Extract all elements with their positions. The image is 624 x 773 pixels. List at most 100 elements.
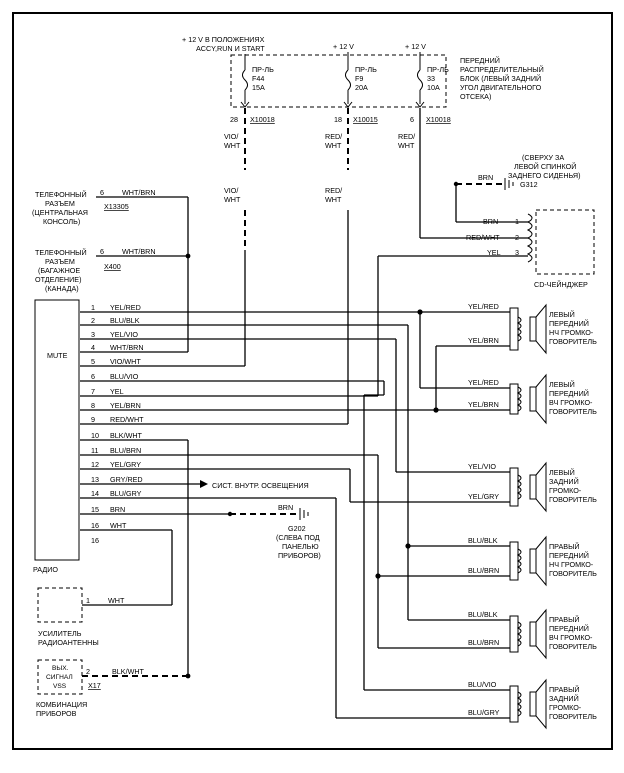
radio-pin-number: 7 [91, 387, 95, 396]
fuse-box-line5: ОТСЕКА) [460, 92, 491, 101]
g312-line1: (СВЕРХУ ЗА [522, 153, 564, 162]
fuse-33: ПР-ЛЬ 33 10A 6 X10018 RED/ WHT [398, 60, 451, 150]
speaker-magnet [529, 621, 537, 647]
speaker-cone [535, 461, 547, 513]
fuse-f44-pin: 28 [230, 115, 238, 124]
fuse-f44-id: F44 [252, 74, 264, 83]
radio-pin-wire: BLU/BLK [110, 316, 140, 325]
speaker-coil [516, 548, 522, 574]
radio-pin-number: 13 [91, 475, 99, 484]
cd-pin3-num: 3 [515, 248, 519, 257]
radio-pin-wire: YEL [110, 387, 124, 396]
fuse-f9-wire1: RED/ [325, 132, 342, 141]
speaker-magnet [529, 691, 537, 717]
fuse-f44-connector: X10018 [250, 115, 275, 124]
diagram-frame [12, 12, 613, 750]
radio-pin-number: 11 [91, 446, 98, 455]
speaker-coil [516, 386, 522, 412]
speaker-cone [535, 535, 547, 587]
g202-line3: ПРИБОРОВ) [278, 551, 321, 560]
speaker-connector [509, 467, 519, 507]
radio-pin-wire: GRY/RED [110, 475, 143, 484]
phone-trunk-line1: ТЕЛЕФОННЫЙ [35, 248, 87, 257]
speaker-magnet [529, 474, 537, 500]
speaker-label: ЛЕВЫЙ [549, 310, 575, 319]
fuse-f44-name: ПР-ЛЬ [252, 65, 274, 74]
ground-g312: (СВЕРХУ ЗА ЛЕВОЙ СПИНКОЙ ЗАДНЕГО СИДЕНЬЯ… [453, 153, 581, 223]
radio-pin-number: 4 [91, 343, 95, 352]
radio-pin-number: 12 [91, 460, 99, 469]
fuse-box-line4: УГОЛ ДВИГАТЕЛЬНОГО [460, 83, 542, 92]
power-label-a-line2: ACCY,RUN И START [196, 44, 265, 53]
power-label-c: + 12 V [405, 42, 426, 51]
g312-line2: ЛЕВОЙ СПИНКОЙ [514, 162, 576, 171]
radio-pin-number: 1 [91, 303, 95, 312]
radio-pin-wire: YEL/RED [110, 303, 141, 312]
speaker-connector [509, 383, 519, 415]
g312-line3: ЗАДНЕГО СИДЕНЬЯ) [508, 171, 581, 180]
radio-pin-number: 15 [91, 505, 99, 514]
radio-pin-wire: BLK/WHT [110, 431, 143, 440]
fuse-33-id: 33 [427, 74, 435, 83]
fuse-box-line2: РАСПРЕДЕЛИТЕЛЬНЫЙ [460, 65, 544, 74]
speaker-wire-top: BLU/BLK [468, 536, 498, 545]
speaker-wire-bottom: YEL/BRN [468, 336, 499, 345]
antenna-box [37, 587, 83, 623]
phone-center-connector: X13305 [104, 202, 129, 211]
speaker-label: ГРОМКО- [549, 703, 582, 712]
radio-pin-number: 14 [91, 489, 99, 498]
radio-pin-wire: YEL/VIO [110, 330, 138, 339]
speaker-cone [535, 678, 547, 730]
fuse-f9-name: ПР-ЛЬ [355, 65, 377, 74]
speaker: YEL/VIOYEL/GRYЛЕВЫЙЗАДНИЙГРОМКО-ГОВОРИТЕ… [468, 461, 597, 513]
fuse-f9-connector: X10015 [353, 115, 378, 124]
cluster-box-line1: ВЫХ. [52, 665, 69, 672]
radio-pin-wire: WHT [110, 521, 127, 530]
speaker-magnet [529, 548, 537, 574]
fuse-f9-id: F9 [355, 74, 363, 83]
fuse-33-amps: 10A [427, 83, 440, 92]
antenna-pin: 1 [86, 596, 90, 605]
cd-pin1-num: 1 [515, 217, 519, 226]
speaker-connector [509, 685, 519, 723]
speaker-coil [516, 316, 522, 342]
speaker-label: ВЧ ГРОМКО- [549, 633, 593, 642]
fuse-f44: ПР-ЛЬ F44 15A 28 X10018 VIO/ WHT [224, 60, 275, 150]
fuse-f9-amps: 20A [355, 83, 368, 92]
g202-wire: BRN [278, 503, 293, 512]
power-label-b: + 12 V [333, 42, 354, 51]
speaker-wire-bottom: BLU/GRY [468, 708, 500, 717]
speaker-connector [509, 615, 519, 653]
speaker-cone [535, 608, 547, 660]
phone-trunk-wire: WHT/BRN [122, 247, 156, 256]
cd-pin1-wire: BRN [483, 217, 498, 226]
speaker-label: ГОВОРИТЕЛЬ [549, 569, 597, 578]
fuse-f44-wire2: WHT [224, 141, 241, 150]
speaker-cone [535, 303, 547, 355]
ground-g202: BRN G202 (СЛЕВА ПОД ПАНЕЛЬЮ ПРИБОРОВ) [276, 503, 321, 560]
cluster-wire: BLK/WHT [112, 667, 145, 676]
wire-routing [80, 256, 510, 719]
speaker-label: ЛЕВЫЙ [549, 468, 575, 477]
phone-trunk-line4: ОТДЕЛЕНИЕ) [35, 275, 81, 284]
power-label-a-line1: + 12 V В ПОЛОЖЕНИЯХ [182, 35, 265, 44]
cluster-box-line3: VSS [53, 683, 67, 690]
fuse-f9-pin: 18 [334, 115, 342, 124]
cd-pin2-wire: RED/WHT [466, 233, 500, 242]
cluster-line1: КОМБИНАЦИЯ [36, 700, 87, 709]
speaker-wire-top: YEL/RED [468, 302, 499, 311]
fuse-f44-amps: 15A [252, 83, 265, 92]
instrument-cluster: ВЫХ. СИГНАЛ VSS 2 BLK/WHT X17 КОМБИНАЦИЯ… [36, 659, 188, 718]
fuse-box-line1: ПЕРЕДНИЙ [460, 56, 500, 65]
antenna-line2: РАДИОАНТЕННЫ [38, 638, 99, 647]
speaker: BLU/VIOBLU/GRYПРАВЫЙЗАДНИЙГРОМКО-ГОВОРИТ… [468, 678, 597, 730]
radio-pin-number: 8 [91, 401, 95, 410]
vio-wht-label-1: VIO/ [224, 186, 238, 195]
fuse-box-outline [230, 54, 447, 108]
cluster-pin: 2 [86, 667, 90, 676]
